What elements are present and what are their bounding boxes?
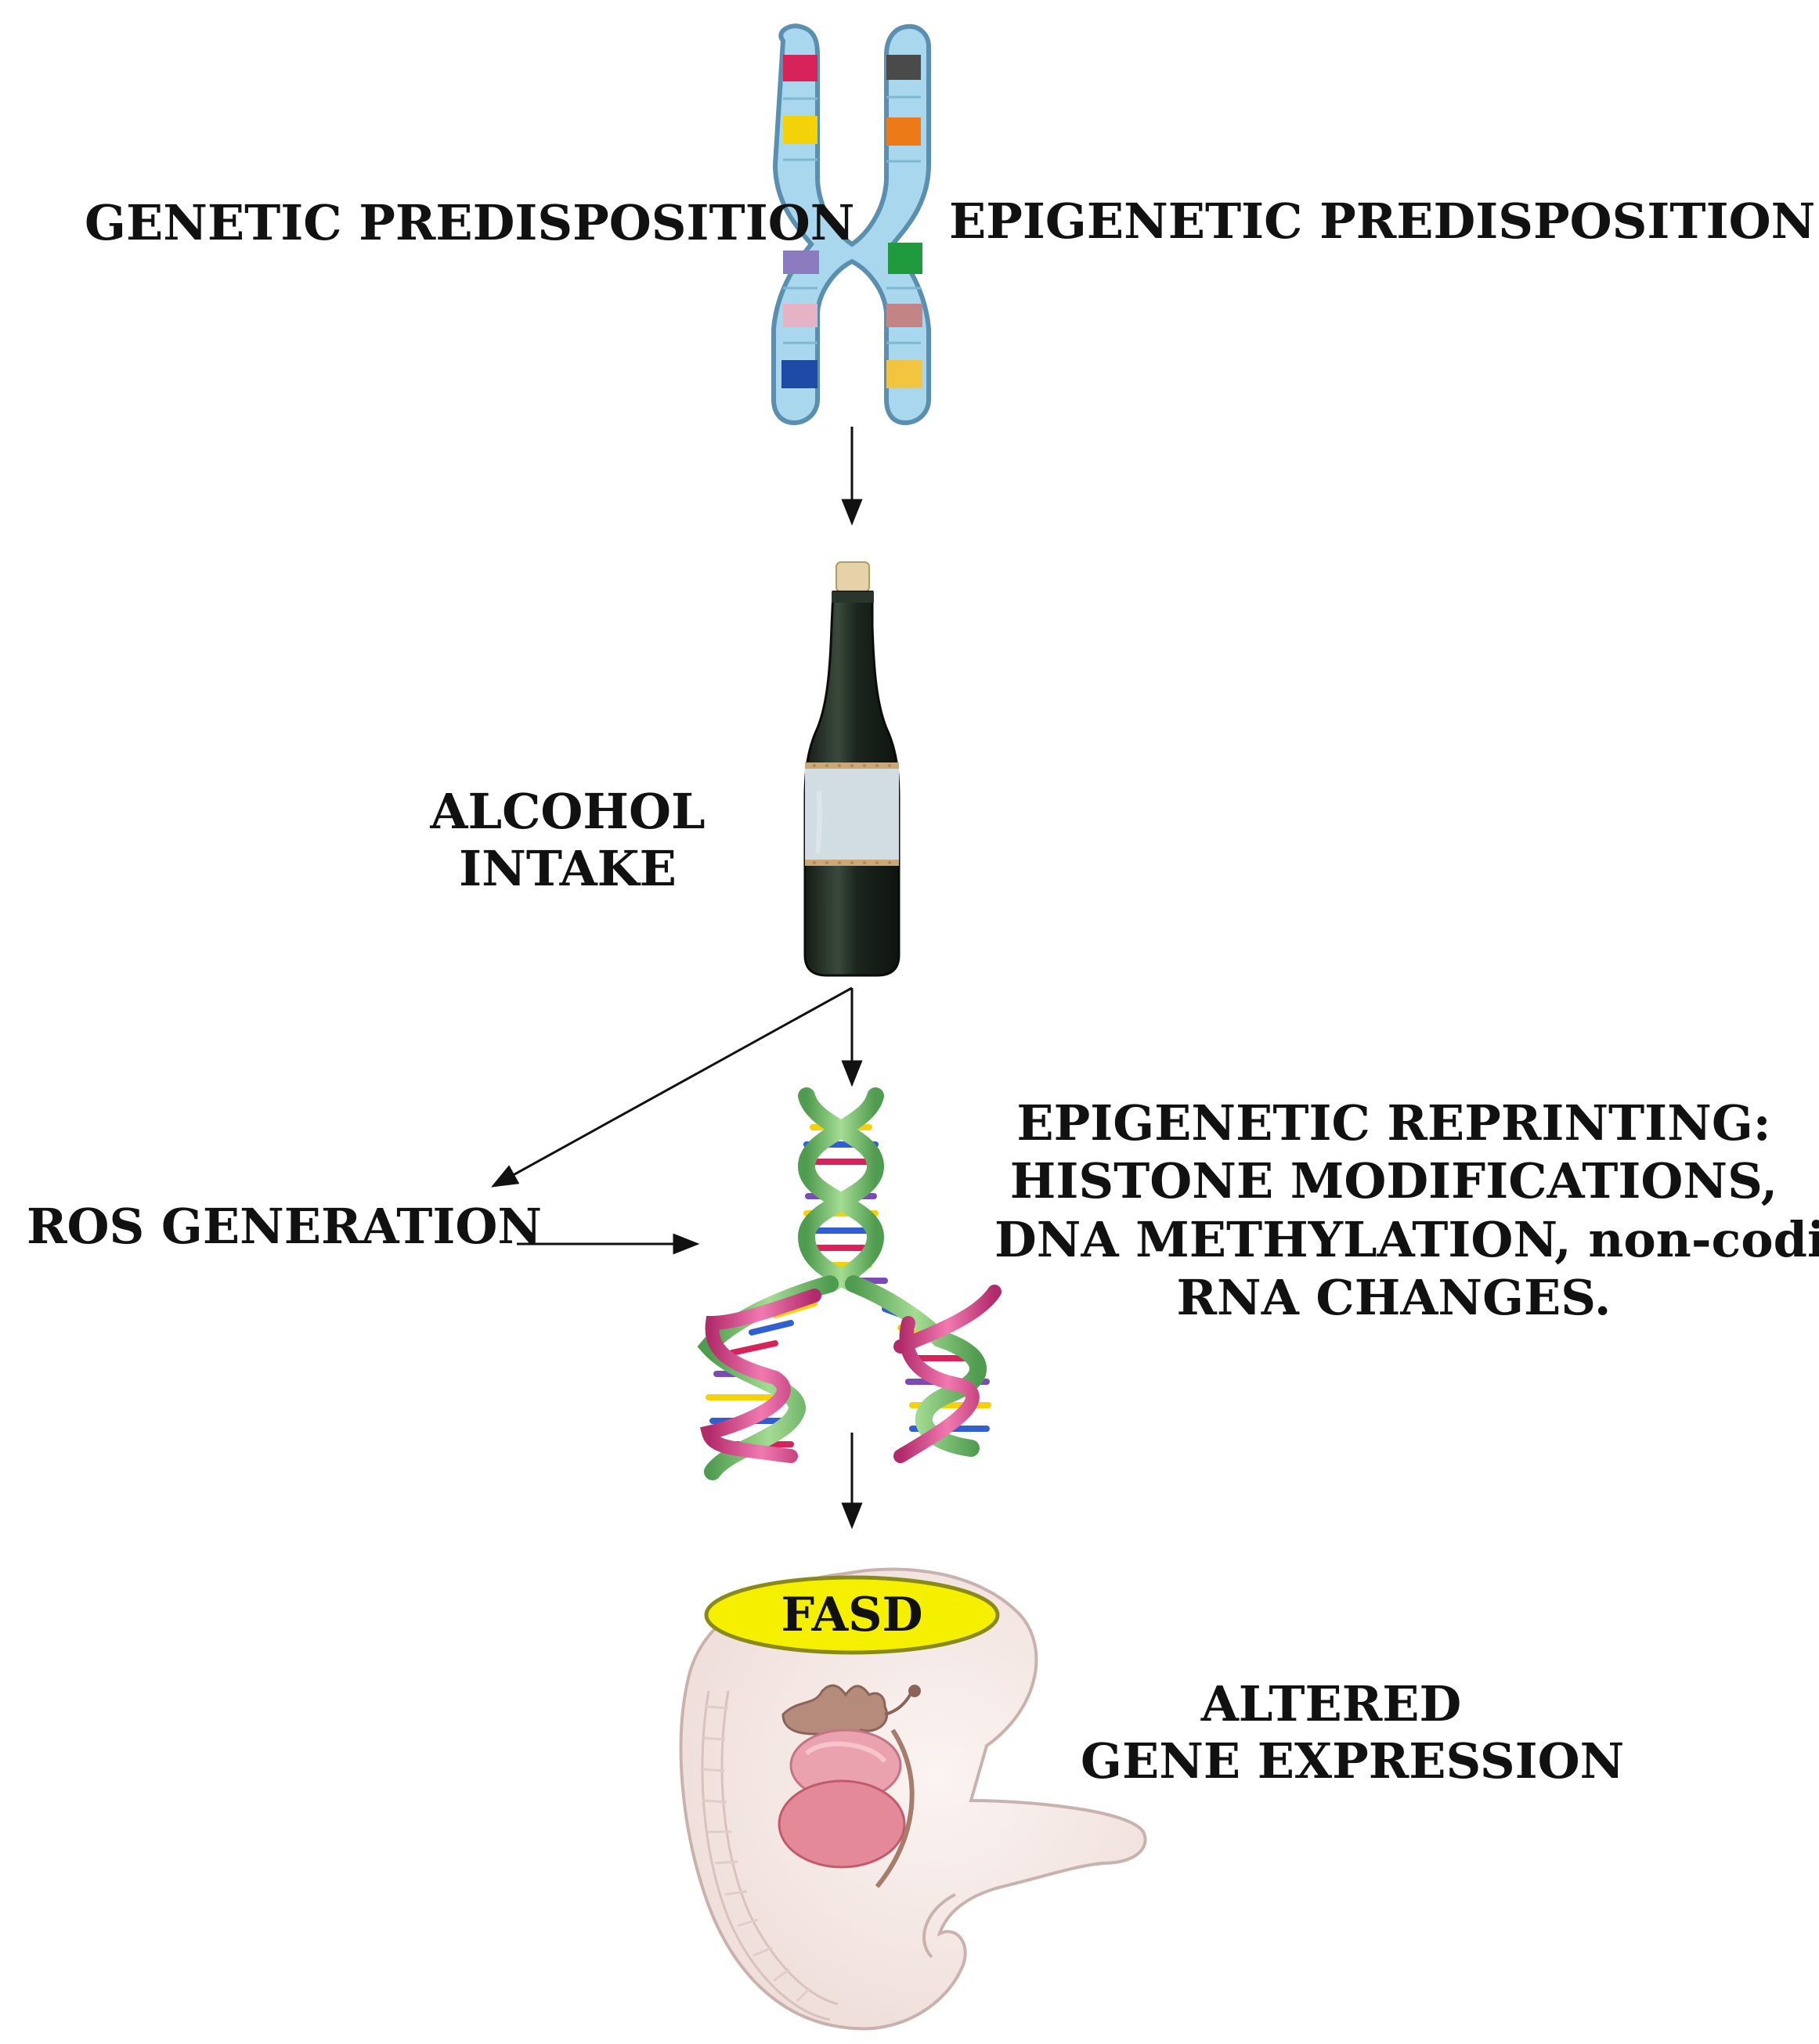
- ros-generation-label: ROS GENERATION: [27, 1198, 543, 1255]
- embryo-icon: [679, 1567, 1147, 2031]
- wine-bottle-icon: [803, 561, 900, 977]
- epigenetic-predisposition-label: EPIGENETIC PREDISPOSITION: [949, 193, 1816, 250]
- fasd-badge: [704, 1575, 1000, 1655]
- epigenetic-reprinting-line-1: EPIGENETIC REPRINTING:: [1016, 1094, 1771, 1152]
- alcohol-intake-line-1: ALCOHOL: [430, 783, 706, 840]
- arrow-bottle-to-ros: [491, 986, 853, 1188]
- dna-helix-icon: [697, 1087, 1002, 1480]
- genetic-predisposition-label: GENETIC PREDISPOSITION: [85, 194, 855, 251]
- alcohol-intake-line-2: INTAKE: [459, 840, 677, 898]
- fasd-label: FASD: [781, 1588, 923, 1642]
- epigenetic-reprinting-line-3: DNA METHYLATION, non-coding: [994, 1210, 1819, 1268]
- epigenetic-reprinting-line-4: RNA CHANGES.: [1176, 1269, 1611, 1327]
- altered-gene-expression-line-1: ALTERED: [1200, 1675, 1462, 1732]
- chromosome-icon: [771, 23, 931, 426]
- altered-gene-expression-label: ALTERED GENE EXPRESSION: [1081, 1675, 1625, 1790]
- alcohol-intake-label: ALCOHOL INTAKE: [407, 783, 728, 897]
- epigenetic-reprinting-label: EPIGENETIC REPRINTING: HISTONE MODIFICAT…: [994, 1094, 1819, 1328]
- epigenetic-reprinting-line-2: HISTONE MODIFICATIONS,: [1009, 1152, 1778, 1210]
- altered-gene-expression-line-2: GENE EXPRESSION: [1081, 1732, 1625, 1790]
